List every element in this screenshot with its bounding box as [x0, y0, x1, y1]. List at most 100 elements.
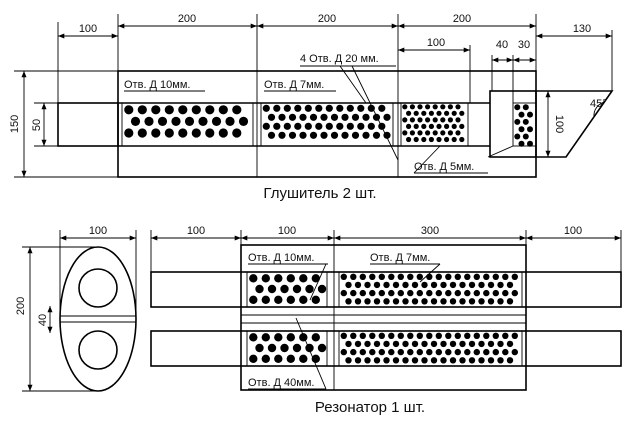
res-hole-7mm [388, 273, 395, 280]
leader-line [487, 145, 514, 158]
res-hole-7mm [478, 298, 485, 305]
hole-10mm [191, 105, 201, 115]
res-hole-7mm [468, 298, 476, 305]
res-hole-7mm [364, 281, 371, 289]
hole-5mm [451, 136, 457, 143]
res-hole-7mm [416, 289, 423, 297]
res-hole-7mm [392, 357, 400, 364]
pipe-section-bottom [78, 330, 118, 370]
resonator-holes [249, 273, 518, 364]
outlet-hole [518, 140, 525, 147]
res-hole-7mm [407, 332, 414, 339]
res-hole-10mm [255, 343, 264, 353]
res-hole-7mm [407, 289, 414, 297]
res-hole-7mm [454, 273, 461, 280]
res-hole-7mm [364, 298, 371, 305]
outlet-hole [527, 140, 533, 147]
res-hole-7mm [459, 298, 466, 305]
res-hole-10mm [274, 354, 283, 363]
hole-5mm [444, 136, 450, 143]
hole-5mm [440, 130, 446, 136]
leader-line [419, 263, 441, 283]
hole-7mm [283, 104, 291, 112]
res-hole-7mm [392, 281, 400, 289]
hole-5mm [413, 123, 419, 129]
muffler-caption: Глушитель 2 шт. [263, 185, 376, 202]
res-hole-7mm [397, 348, 404, 356]
res-hole-7mm [445, 273, 452, 280]
res-hole-7mm [511, 289, 518, 297]
hole-10mm [157, 116, 168, 126]
dim-200-b: 200 [318, 13, 336, 25]
res-hole-10mm [292, 343, 302, 353]
res-hole-7mm [402, 357, 409, 364]
dim-100-left: 100 [79, 23, 97, 35]
dim-40: 40 [496, 39, 508, 51]
hole-5mm [459, 123, 465, 129]
res-hole-7mm [383, 340, 390, 348]
res-hole-10mm [255, 284, 264, 294]
res-hole-7mm [416, 348, 423, 356]
res-hole-7mm [402, 281, 409, 289]
res-hole-7mm [378, 289, 385, 297]
dim-150: 150 [9, 115, 21, 133]
label-holes-7mm: Отв. Д 7мм. [264, 79, 324, 91]
res-hole-10mm [261, 295, 270, 304]
hole-10mm [130, 116, 141, 126]
hole-7mm [267, 113, 276, 121]
hole-10mm [178, 105, 188, 115]
res-hole-7mm [364, 340, 371, 348]
outlet-hole [522, 133, 529, 140]
res-hole-7mm [340, 273, 347, 280]
res-hole-7mm [473, 273, 480, 280]
res-hole-7mm [340, 348, 347, 356]
res-hole-7mm [397, 332, 404, 339]
hole-5mm [428, 110, 434, 116]
res-hole-10mm [311, 274, 320, 283]
hole-7mm [336, 104, 344, 112]
res-hole-10mm [274, 274, 283, 283]
res-hole-7mm [402, 298, 409, 305]
hole-5mm [409, 130, 415, 136]
res-hole-7mm [359, 289, 366, 297]
hole-5mm [417, 104, 423, 110]
res-hole-7mm [411, 357, 419, 364]
dim-100-oval: 100 [89, 225, 107, 237]
label-holes-10mm: Отв. Д 10мм. [124, 79, 190, 91]
hole-7mm [367, 122, 375, 130]
dim-200-c: 200 [453, 13, 471, 25]
res-hole-7mm [369, 273, 376, 280]
hole-10mm [144, 116, 154, 126]
res-hole-7mm [468, 281, 476, 289]
res-hole-7mm [407, 273, 414, 280]
res-hole-7mm [369, 289, 376, 297]
outlet-hole [514, 118, 521, 125]
res-hole-7mm [445, 332, 452, 339]
res-hole-7mm [378, 332, 385, 339]
res-hole-7mm [502, 348, 509, 356]
res-hole-7mm [483, 332, 490, 339]
res-hole-7mm [483, 289, 490, 297]
hole-7mm [320, 131, 328, 139]
res-hole-7mm [388, 289, 395, 297]
res-hole-10mm [267, 284, 277, 294]
res-hole-7mm [502, 273, 509, 280]
res-hole-7mm [416, 332, 423, 339]
dim-200: 200 [15, 297, 27, 315]
leader-line [309, 263, 327, 301]
res-hole-7mm [487, 357, 495, 364]
res-hole-7mm [468, 357, 476, 364]
res-hole-7mm [421, 281, 428, 289]
res-hole-7mm [373, 340, 381, 348]
res-hole-7mm [388, 348, 395, 356]
hole-7mm [278, 131, 286, 139]
leader-line [295, 317, 327, 390]
res-hole-7mm [354, 281, 362, 289]
dim-angle-45: 45° [590, 98, 607, 110]
outlet-hole [527, 111, 533, 118]
res-hole-7mm [440, 298, 447, 305]
res-hole-7mm [350, 332, 357, 339]
res-hole-10mm [299, 354, 308, 363]
hole-5mm [459, 136, 465, 143]
res-hole-7mm [354, 298, 362, 305]
